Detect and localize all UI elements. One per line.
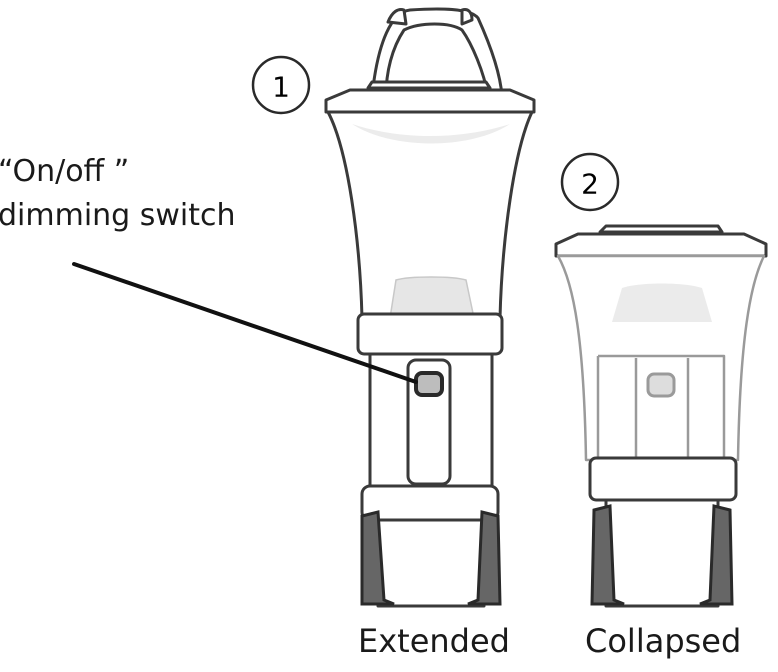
marker-2: 2: [562, 154, 618, 210]
collapsed-lantern-collar: [590, 458, 736, 500]
marker-1-number: 1: [272, 71, 290, 104]
switch-label-line1: “On/off ”: [0, 152, 129, 192]
collapsed-lantern-base: [606, 500, 718, 606]
extended-lantern-base: [378, 520, 484, 606]
marker-1: 1: [253, 57, 309, 113]
extended-lantern-switch-button: [416, 373, 442, 395]
collapsed-lantern: [556, 226, 766, 606]
collapsed-lantern-switch-button: [648, 374, 674, 396]
extended-lantern-collar: [358, 314, 502, 354]
extended-lantern-reflector: [390, 277, 474, 318]
collapsed-lantern-cap-top: [600, 226, 722, 232]
extended-lantern-cap-top: [368, 82, 490, 88]
extended-lantern-lower-collar: [362, 486, 498, 520]
extended-lantern-cap: [326, 90, 534, 112]
collapsed-lantern-cap: [556, 234, 766, 256]
collapsed-lantern-reflector: [612, 284, 712, 323]
extended-caption: Extended: [358, 622, 510, 660]
extended-lantern: [326, 9, 534, 606]
collapsed-caption: Collapsed: [585, 622, 741, 660]
marker-2-number: 2: [581, 168, 599, 201]
switch-label-line2: dimming switch: [0, 196, 236, 236]
